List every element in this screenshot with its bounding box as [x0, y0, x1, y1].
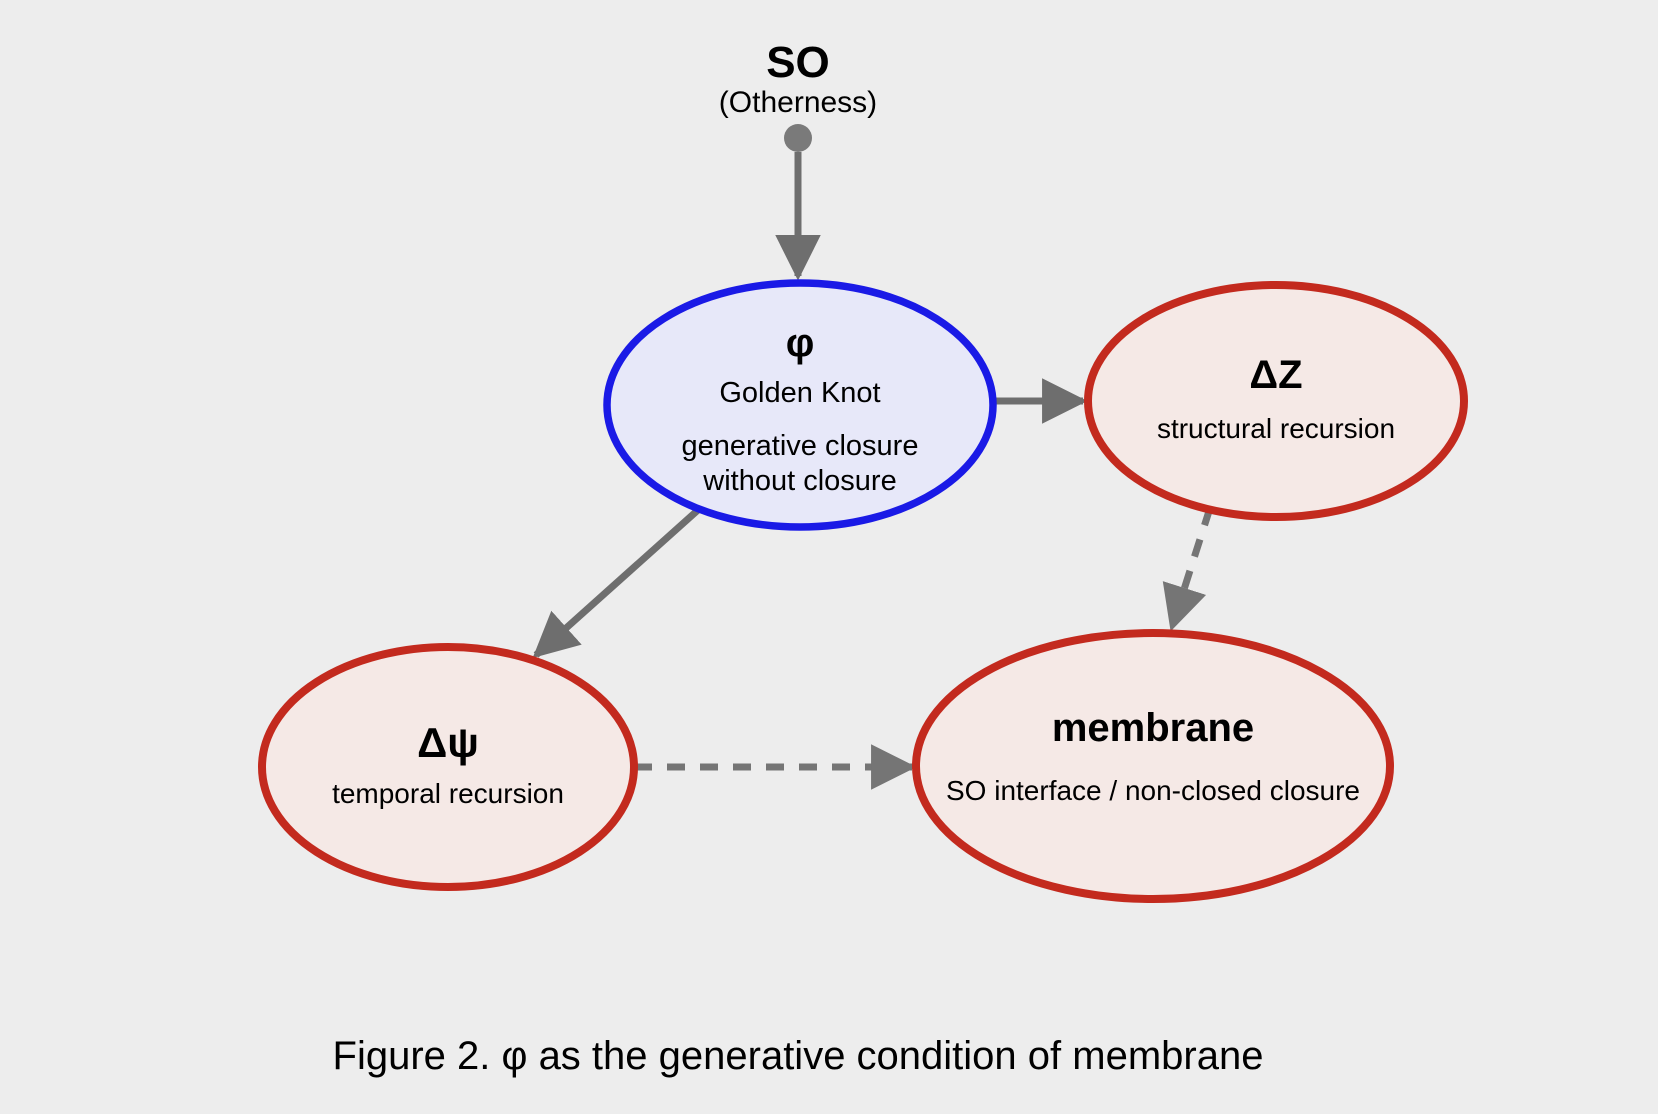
node-phi-desc-line1: generative closure — [682, 430, 919, 462]
node-membrane-shape — [912, 629, 1394, 903]
node-delta-z-symbol: ΔZ — [1249, 353, 1302, 397]
node-membrane-subtitle: SO interface / non-closed closure — [946, 775, 1360, 806]
source-so-sublabel: (Otherness) — [719, 86, 877, 119]
node-phi: φ Golden Knot generative closure without… — [603, 279, 997, 531]
node-delta-psi-shape — [258, 643, 638, 891]
node-delta-psi-symbol: Δψ — [417, 719, 479, 766]
node-phi-shape — [603, 279, 997, 531]
node-membrane-title: membrane — [1052, 706, 1254, 750]
figure-caption: Figure 2. φ as the generative condition … — [333, 1034, 1264, 1078]
source-so: SO (Otherness) — [719, 38, 877, 152]
edge-delta-z-to-membrane — [1162, 506, 1214, 632]
source-dot-icon — [784, 124, 812, 152]
node-delta-z-subtitle: structural recursion — [1157, 413, 1395, 444]
node-delta-psi: Δψ temporal recursion — [258, 643, 638, 891]
node-delta-psi-subtitle: temporal recursion — [332, 778, 564, 809]
node-membrane: membrane SO interface / non-closed closu… — [912, 629, 1394, 903]
source-so-label: SO — [766, 38, 830, 87]
node-phi-desc-line2: without closure — [702, 465, 896, 497]
node-phi-symbol: φ — [786, 321, 815, 365]
node-phi-title: Golden Knot — [719, 377, 880, 409]
edge-phi-to-delta-psi — [532, 507, 701, 659]
node-delta-z-shape — [1084, 281, 1468, 521]
node-delta-z: ΔZ structural recursion — [1084, 281, 1468, 521]
